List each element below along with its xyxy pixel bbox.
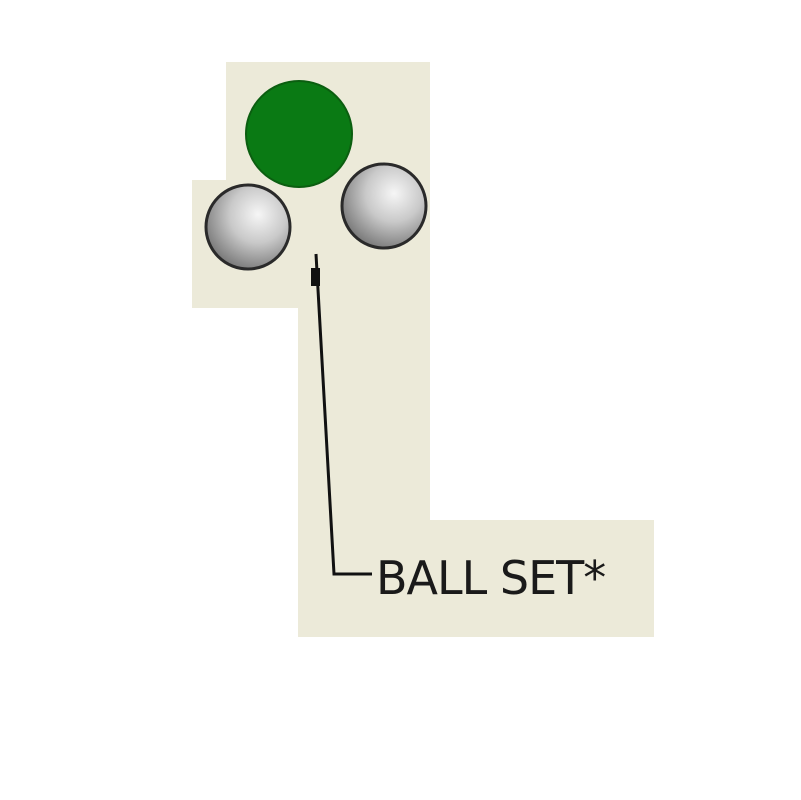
right-gray-indicator-icon (340, 162, 428, 250)
top-green-indicator-icon (245, 80, 353, 188)
ball-set-label: BALL SET* (376, 551, 605, 605)
leader-line-marker (311, 268, 320, 286)
leader-line (311, 253, 372, 576)
panel-background (192, 62, 654, 637)
left-gray-indicator-icon (204, 183, 292, 271)
